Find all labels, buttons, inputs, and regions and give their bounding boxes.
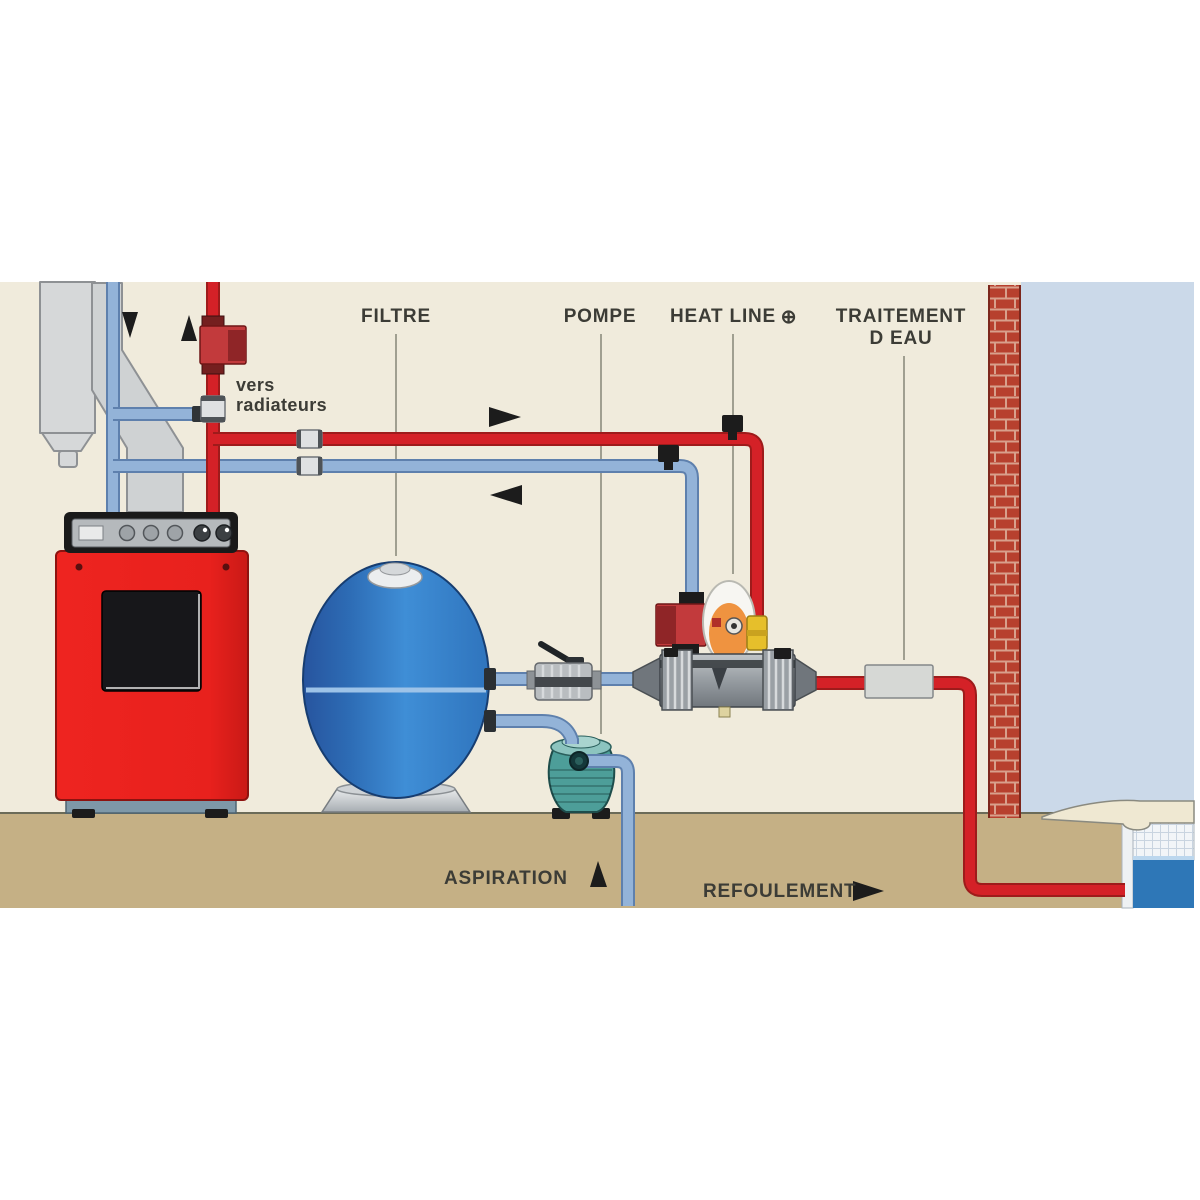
pump-inlet-port-center	[575, 757, 583, 765]
outdoor-sky	[1021, 282, 1194, 812]
heat-line-mark: ⊕	[781, 307, 798, 328]
control-knob-4	[193, 524, 211, 542]
pool	[1041, 799, 1195, 909]
control-knob-3	[166, 524, 184, 542]
traitement-label-line2: D EAU	[869, 328, 932, 349]
boiler-foot-left	[72, 809, 95, 818]
exchanger-shell-band	[660, 660, 795, 668]
pool-pump	[547, 735, 616, 819]
exchanger-right-ribs	[767, 651, 792, 709]
exchanger-circulator-motor	[656, 606, 676, 644]
vers-radiateurs-label-line2: radiateurs	[236, 395, 327, 415]
filter-lid-knob	[379, 562, 411, 576]
down-arrow-icon	[122, 312, 138, 338]
flue-tank-nozzle	[58, 450, 78, 468]
riser-union-fitting	[200, 395, 226, 423]
heat-line-label: HEAT LINE	[670, 306, 776, 327]
pompe-label: POMPE	[564, 306, 637, 327]
filter-to-pump-pipe	[490, 716, 577, 744]
multiport-valve	[526, 641, 602, 701]
return-shutoff-valve	[658, 445, 679, 470]
sand-filter	[302, 561, 496, 813]
radiator-circulator-pump	[199, 315, 247, 375]
heat-exchanger	[632, 580, 817, 718]
left-arrow-icon	[490, 485, 522, 505]
control-knob-5	[215, 524, 233, 542]
brick-wall	[988, 285, 1021, 818]
supply-union-fitting	[296, 429, 323, 449]
filter-lower-port	[484, 710, 496, 732]
exchanger-logo	[712, 668, 727, 690]
filter-upper-port	[484, 668, 496, 690]
control-knob-5-marker	[224, 527, 230, 533]
boiler	[55, 512, 249, 818]
exchanger-vent-left	[664, 648, 678, 657]
brick-wall-body	[988, 285, 1021, 818]
flue-tank-cone	[41, 432, 94, 452]
control-knob-2	[142, 524, 160, 542]
boiler-window-highlight	[106, 594, 200, 689]
aspiration-up-arrow-icon	[590, 861, 607, 887]
water-treatment-unit	[864, 664, 934, 699]
up-arrow-icon	[181, 315, 197, 341]
valve-band	[535, 677, 592, 687]
boiler-foot-right	[205, 809, 228, 818]
flue-tank	[39, 281, 96, 434]
control-knob-4-marker	[202, 527, 208, 533]
boiler-window	[101, 590, 202, 692]
fittings	[192, 395, 743, 476]
labels: FILTRE POMPE HEAT LINE ⊕ TRAITEMENT D EA…	[236, 306, 966, 902]
ground	[0, 812, 1122, 908]
pool-waterline	[1133, 856, 1194, 861]
control-panel-display	[78, 525, 104, 541]
hot-water-pipes	[206, 282, 1125, 897]
primary-return-pipe	[113, 461, 697, 600]
pool-water	[1133, 860, 1194, 908]
control-knob-1	[118, 524, 136, 542]
boiler-screw-right	[222, 563, 230, 571]
pool-return-pipe	[808, 678, 1125, 895]
boiler-control-panel	[64, 512, 238, 553]
boiler-screw-left	[75, 563, 83, 571]
exchanger-yellow-isolator-band	[747, 630, 767, 636]
refoulement-right-arrow-icon	[853, 881, 884, 901]
flow-arrows	[122, 312, 884, 901]
pipes	[106, 282, 1125, 906]
exchanger-vent-right	[774, 648, 791, 659]
filter-tank	[302, 561, 490, 799]
exchanger-drain-plug	[718, 706, 731, 718]
thermostat-gauge-needle	[731, 623, 737, 629]
cold-water-pipes	[106, 282, 699, 906]
supply-shutoff-valve	[722, 415, 743, 440]
return-branch-end-cap	[192, 406, 202, 422]
refoulement-label: REFOULEMENT	[703, 881, 856, 902]
thermostat-indicator	[712, 618, 721, 627]
exchanger-inlet-fitting	[679, 592, 704, 606]
vers-radiateurs-label-line1: vers	[236, 375, 275, 395]
pump-suction-pipe	[578, 756, 633, 906]
pool-coping	[1041, 799, 1195, 831]
exchanger-left-ribs	[666, 651, 691, 709]
traitement-label-line1: TRAITEMENT	[836, 306, 966, 327]
exchanger-left-flange	[661, 649, 693, 711]
aspiration-label: ASPIRATION	[444, 868, 568, 889]
primary-supply-pipe	[213, 434, 762, 622]
circulator-motor	[228, 330, 246, 361]
right-arrow-icon	[489, 407, 521, 427]
return-union-fitting	[296, 456, 323, 476]
filtre-label: FILTRE	[361, 306, 431, 327]
